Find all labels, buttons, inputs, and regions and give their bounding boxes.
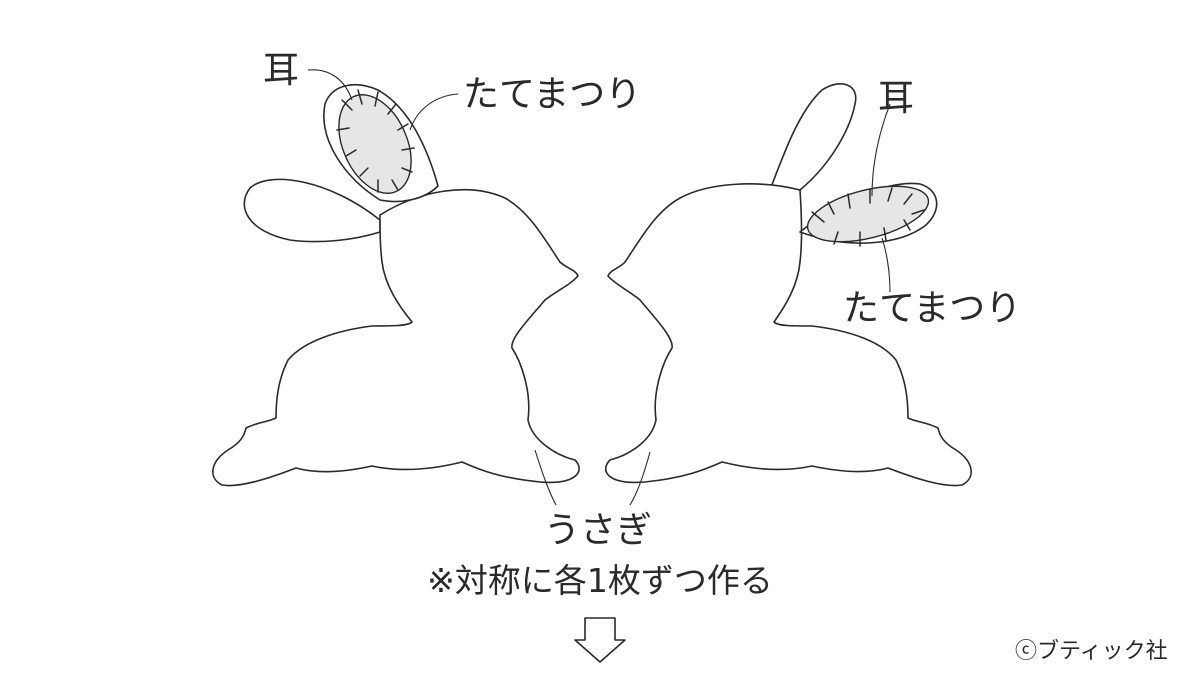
rabbit-right-stitches [811,187,925,247]
leader-stitch-right [881,237,891,293]
rabbit-left-ear-patch [338,94,412,194]
leader-ear-right [871,103,891,197]
rabbit-right-body [605,183,972,487]
leader-body-left [534,449,557,506]
rabbit-right-ear-patch [806,185,930,243]
leader-stitch-left [409,93,459,131]
down-arrow-icon [574,617,626,663]
label-stitch-left: たてまつり [463,74,641,115]
rabbit-right [605,83,972,487]
label-ear-right: 耳 [878,78,914,119]
label-ear-left: 耳 [263,50,299,91]
rabbit-left-back-ear [243,178,381,243]
leader-lines [307,69,891,506]
leader-body-right [629,451,651,506]
copyright-text: ⓒブティック社 [1015,639,1168,664]
rabbit-right-back-ear [769,83,857,191]
label-note: ※対称に各1枚ずつ作る [427,561,773,600]
rabbit-left-body [212,188,580,487]
rabbit-left-stitches [336,89,415,193]
rabbit-left [212,83,580,487]
label-body: うさぎ [544,510,652,551]
leader-ear-left [307,69,353,101]
label-stitch-right: たてまつり [843,288,1021,329]
